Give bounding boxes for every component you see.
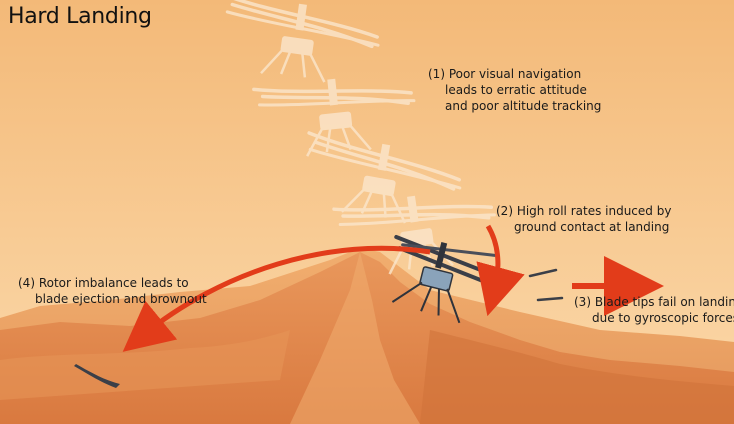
annotation-line: ground contact at landing: [514, 220, 670, 234]
annotation-step-1: (1) Poor visual navigation leads to erra…: [428, 66, 601, 114]
annotation-line: leads to erratic attitude: [445, 83, 587, 97]
annotation-line: (4) Rotor imbalance leads to: [18, 276, 189, 290]
annotation-line: (2) High roll rates induced by: [496, 204, 672, 218]
annotation-step-3: (3) Blade tips fail on landing due to gy…: [574, 294, 734, 326]
annotation-line: (3) Blade tips fail on landing: [574, 295, 734, 309]
annotation-line: and poor altitude tracking: [445, 99, 602, 113]
annotation-line: (1) Poor visual navigation: [428, 67, 582, 81]
roll-arrow: [476, 224, 525, 317]
annotation-line: blade ejection and brownout: [35, 292, 207, 306]
annotation-line: due to gyroscopic forces: [592, 311, 734, 325]
annotation-step-2: (2) High roll rates induced by ground co…: [496, 203, 671, 235]
ejection-arrow: [122, 245, 431, 352]
blade-fragment-icon: [74, 268, 564, 388]
annotation-step-4: (4) Rotor imbalance leads to blade eject…: [18, 275, 207, 307]
page-title: Hard Landing: [8, 4, 152, 29]
